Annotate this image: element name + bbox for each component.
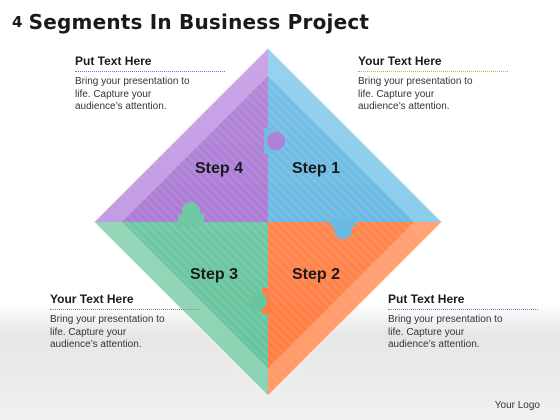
diamond-outline [92, 46, 444, 398]
note-top-left: Put Text Here Bring your presentation to… [75, 54, 225, 114]
note-body: Bring your presentation to life. Capture… [75, 76, 190, 112]
step-1-label: Step 1 [292, 160, 340, 177]
note-heading: Put Text Here [75, 54, 225, 72]
step-4-label: Step 4 [195, 160, 243, 177]
note-bottom-right: Put Text Here Bring your presentation to… [388, 292, 538, 352]
title-text: Segments In Business Project [28, 10, 370, 34]
note-heading: Put Text Here [388, 292, 538, 310]
note-body: Bring your presentation to life. Capture… [388, 314, 503, 350]
note-heading: Your Text Here [50, 292, 200, 310]
note-top-right: Your Text Here Bring your presentation t… [358, 54, 508, 114]
note-body: Bring your presentation to life. Capture… [358, 76, 473, 112]
step-2-label: Step 2 [292, 266, 340, 283]
title-number: 4 [12, 13, 23, 31]
logo-text: Your Logo [494, 400, 540, 411]
note-heading: Your Text Here [358, 54, 508, 72]
note-body: Bring your presentation to life. Capture… [50, 314, 165, 350]
step-3-label: Step 3 [190, 266, 238, 283]
page-title: 4 Segments In Business Project [12, 10, 369, 34]
note-bottom-left: Your Text Here Bring your presentation t… [50, 292, 200, 352]
